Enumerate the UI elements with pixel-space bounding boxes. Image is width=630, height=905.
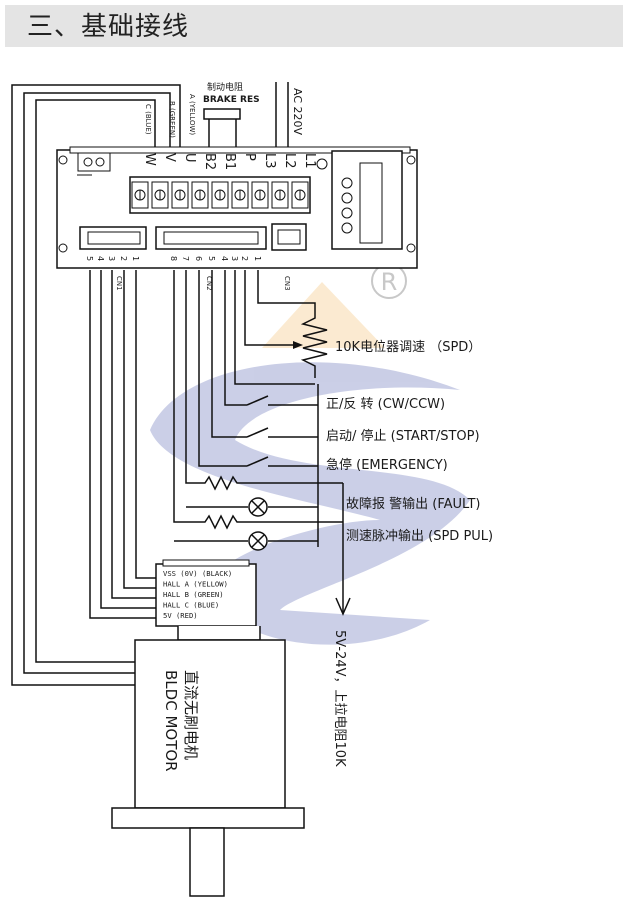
panel-button-2 — [341, 192, 353, 204]
brake-resistor-label-cn: 制动电阻 — [207, 81, 243, 93]
ac-input-label: AC 220V — [291, 88, 304, 136]
hall-label-3: HALL C (BLUE) — [163, 601, 219, 610]
terminal-u — [171, 181, 189, 209]
mount-hole-bottom-left — [58, 243, 68, 253]
brake-resistor-label-en: BRAKE RES — [203, 95, 260, 105]
terminal-label-u: U — [182, 153, 197, 163]
phase-b-label: B (GREEN) — [168, 101, 176, 138]
terminal-label-l3: L3 — [262, 153, 277, 169]
switch-emergency — [198, 270, 318, 467]
cn2-pin-6: 6 — [194, 256, 203, 261]
watermark-orange-shape — [262, 282, 385, 348]
hall-label-2: HALL B (GREEN) — [163, 590, 224, 599]
terminal-l3 — [251, 181, 269, 209]
switch-cw-ccw — [224, 270, 318, 406]
cn1-pin-3: 3 — [107, 256, 116, 261]
cn1-pin-2: 2 — [119, 256, 128, 261]
panel-button-4 — [341, 222, 353, 234]
title-bar: 三、基础接线 — [5, 5, 623, 47]
switch-start-stop — [211, 270, 318, 438]
supply-label: 5V-24V，上拉电阻10K — [332, 630, 347, 767]
terminal-label-b1: B1 — [222, 153, 237, 170]
phase-c-label: C (BLUE) — [144, 104, 152, 135]
cn1-pin-5: 5 — [85, 256, 94, 261]
cn2-pin-3: 3 — [230, 256, 239, 261]
terminal-b2 — [191, 181, 209, 209]
terminal-label-b2: B2 — [202, 153, 217, 170]
motor-phase-wires — [11, 84, 181, 686]
display-panel — [316, 150, 403, 250]
terminal-b1 — [211, 181, 229, 209]
motor-body — [134, 639, 286, 809]
terminal-label-l1: L1 — [302, 153, 317, 169]
direction-label: 正/反 转 (CW/CCW) — [326, 397, 445, 412]
terminal-label-p: P — [242, 153, 257, 161]
ac-input: AC 220V — [275, 82, 304, 150]
phase-a-label: A (YELLOW) — [188, 94, 196, 135]
mount-hole-left — [58, 155, 68, 165]
terminal-l1 — [291, 181, 309, 209]
brake-resistor-body — [203, 108, 241, 120]
motor-label-cn: 直流无刷电机 — [182, 670, 200, 760]
fault-output — [185, 270, 343, 517]
speed-pulse-label: 测速脉冲输出 (SPD PUL) — [346, 528, 493, 544]
panel-button-3 — [341, 207, 353, 219]
hall-label-0: VSS (0V) (BLACK) — [163, 569, 232, 578]
panel-logo-icon — [316, 158, 328, 170]
fault-label: 故障报 警输出 (FAULT) — [346, 496, 481, 512]
potentiometer-wiper-arrow — [293, 341, 303, 349]
display-screen — [359, 162, 383, 244]
hall-label-4: 5V (RED) — [163, 611, 198, 620]
speed-pulse-output — [173, 270, 343, 551]
motor-label-en: BLDC MOTOR — [162, 670, 180, 772]
page-title: 三、基础接线 — [27, 12, 190, 42]
emergency-label: 急停 (EMERGENCY) — [326, 457, 448, 473]
hall-label-1: HALL A (YELLOW) — [163, 580, 228, 589]
terminal-l2 — [271, 181, 289, 209]
motor-flange — [111, 807, 305, 829]
terminal-label-w: W — [142, 153, 157, 166]
terminal-v — [151, 181, 169, 209]
supply-arrow-icon — [335, 597, 351, 616]
registered-mark-letter: R — [381, 268, 398, 296]
cn2-label: CN2 — [205, 276, 213, 291]
terminal-w — [131, 181, 149, 209]
cn3-connector — [271, 223, 307, 251]
cn2-pin-2: 2 — [240, 256, 249, 261]
led-window — [77, 152, 111, 172]
cn2-pin-1: 1 — [253, 256, 262, 261]
terminal-label-v: V — [162, 153, 177, 162]
hall-labels: VSS (0V) (BLACK) HALL A (YELLOW)HALL B (G… — [163, 569, 232, 620]
potentiometer — [234, 270, 328, 385]
registered-mark: R — [371, 263, 407, 299]
terminal-label-l2: L2 — [282, 153, 297, 169]
terminal-block — [129, 176, 311, 214]
cn3-label: CN3 — [283, 276, 291, 291]
bldc-motor — [111, 626, 305, 897]
cn2-pin-8: 8 — [169, 256, 178, 261]
motor-shaft — [189, 827, 225, 897]
cn1-pin-4: 4 — [96, 256, 105, 261]
hall-wires — [89, 270, 156, 619]
cn2-connector — [155, 226, 267, 250]
brake-resistor: 制动电阻 BRAKE RES — [203, 81, 260, 150]
start-stop-label: 启动/ 停止 (START/STOP) — [326, 428, 480, 444]
mount-hole-right — [406, 155, 416, 165]
speed-pot-label: 10K电位器调速 （SPD） — [335, 340, 481, 355]
cn1-connector — [79, 226, 147, 250]
supply-line — [335, 483, 351, 616]
mount-hole-bottom-right — [406, 243, 416, 253]
cn1-pin-1: 1 — [131, 256, 140, 261]
cn1-label: CN1 — [115, 276, 123, 291]
cn2-pin-5: 5 — [207, 256, 216, 261]
panel-button-1 — [341, 177, 353, 189]
cn2-pin-7: 7 — [181, 256, 190, 261]
terminal-p — [231, 181, 249, 209]
cn2-pin-4: 4 — [220, 256, 229, 261]
